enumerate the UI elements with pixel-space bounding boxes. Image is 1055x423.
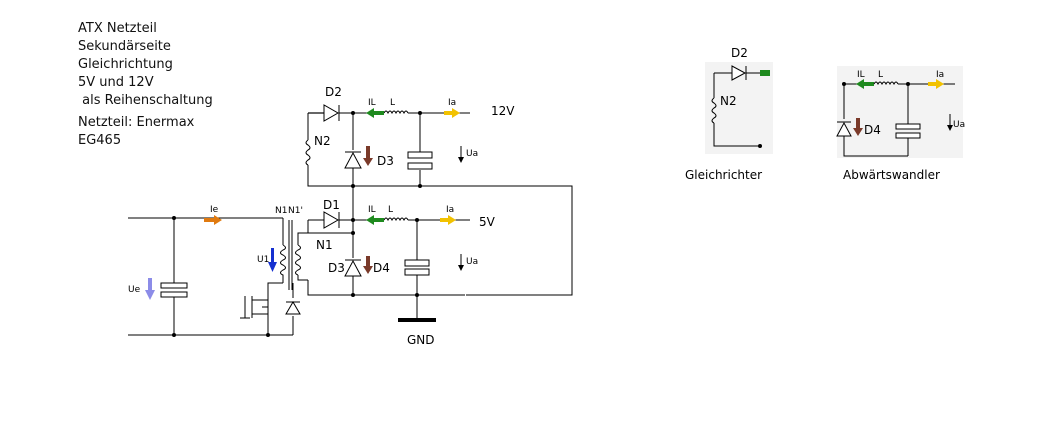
- gleichrichter-label-n2: N2: [720, 94, 737, 108]
- ia-arrow-top: [444, 108, 460, 118]
- abwaerts-label-l: L: [878, 70, 883, 80]
- output-capacitor-5v: [404, 259, 430, 267]
- label-ie: Ie: [210, 205, 219, 215]
- label-12v: 12V: [491, 104, 515, 118]
- label-d1: D1: [323, 198, 340, 212]
- description-notes: ATX Netzteil Sekundärseite Gleichrichtun…: [78, 20, 213, 150]
- label-ua-top: Ua: [466, 149, 478, 159]
- label-ia-top: Ia: [448, 98, 456, 108]
- note-line: als Reihenschaltung: [78, 93, 213, 108]
- label-n2: N2: [314, 134, 331, 148]
- series-connection-wire: [466, 185, 573, 296]
- ia-arrow-bottom: [440, 215, 456, 225]
- abwaerts-label-il: IL: [857, 70, 865, 80]
- ue-voltage-arrow: [145, 278, 155, 300]
- label-il-top: IL: [368, 98, 376, 108]
- gleichrichter-title: Gleichrichter: [685, 168, 762, 182]
- note-line: 5V und 12V: [78, 75, 154, 90]
- label-l-bottom: L: [388, 205, 393, 215]
- n1-prime-label: N1': [288, 206, 303, 216]
- label-5v: 5V: [479, 215, 496, 229]
- label-il-bottom: IL: [368, 205, 376, 215]
- vendor-line: Netzteil: Enermax: [78, 115, 195, 130]
- abwaerts-label-ia: Ia: [936, 70, 944, 80]
- d3-current-arrow: [363, 146, 373, 166]
- label-d3-top: D3: [377, 154, 394, 168]
- n1-primary-label: N1: [275, 206, 287, 216]
- gleichrichter-label-d2: D2: [731, 46, 748, 60]
- main-schematic: N1 N1': [128, 85, 573, 347]
- inductor-l-bottom: [383, 217, 409, 222]
- current-arrows: [145, 108, 464, 300]
- label-ua-bottom: Ua: [466, 257, 478, 267]
- il-arrow-top: [366, 108, 384, 118]
- gleichrichter-diagram: D2 N2 Gleichrichter: [685, 46, 773, 182]
- secondary-winding: [295, 244, 301, 276]
- label-gnd: GND: [407, 333, 435, 347]
- label-d2: D2: [325, 85, 342, 99]
- label-d3-bottom: D3: [328, 261, 345, 275]
- stage-5v: [307, 186, 470, 322]
- primary-winding: [280, 244, 286, 283]
- abwaerts-title: Abwärtswandler: [843, 168, 940, 182]
- abwaertswandler-diagram: IL L Ia D4 Ua Abwärtswandler: [836, 66, 965, 182]
- note-line: Gleichrichtung: [78, 57, 173, 72]
- label-n1: N1: [316, 238, 333, 252]
- il-arrow-bottom: [366, 215, 384, 225]
- abwaerts-label-d4: D4: [864, 123, 881, 137]
- vendor-line: EG465: [78, 133, 122, 148]
- label-ia-bottom: Ia: [446, 205, 454, 215]
- switch-transistor: [240, 282, 283, 335]
- label-ue: Ue: [128, 285, 141, 295]
- input-capacitor: [160, 282, 188, 289]
- ie-arrow: [204, 215, 222, 225]
- primary-diode: [283, 283, 301, 336]
- label-d4: D4: [373, 261, 390, 275]
- label-u1: U1: [257, 255, 269, 265]
- inductor-l-top: [383, 110, 409, 115]
- note-line: ATX Netzteil: [78, 21, 157, 36]
- note-line: Sekundärseite: [78, 39, 171, 54]
- label-l-top: L: [390, 98, 395, 108]
- u1-voltage-arrow: [268, 248, 277, 272]
- d4-current-arrow: [363, 256, 373, 274]
- primary-side: N1 N1': [128, 206, 303, 337]
- abwaerts-label-ua: Ua: [953, 120, 965, 130]
- stage-12v: [305, 104, 470, 188]
- output-capacitor-12v: [407, 151, 433, 159]
